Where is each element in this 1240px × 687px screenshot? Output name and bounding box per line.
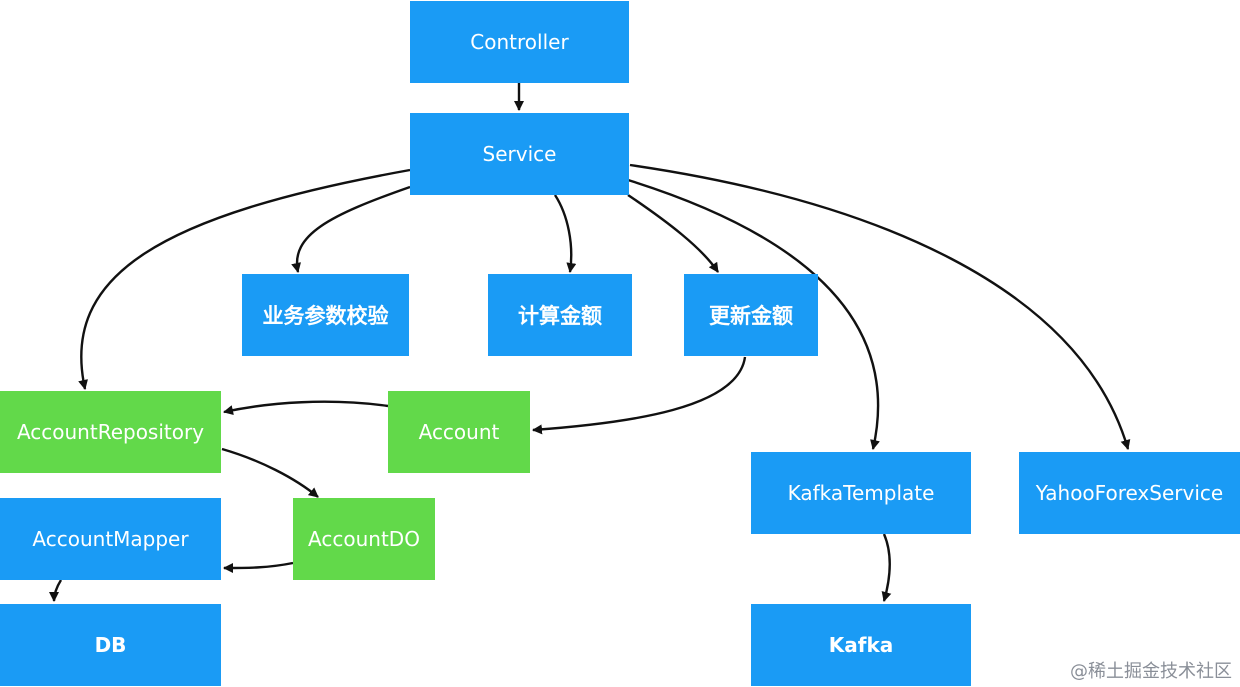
node-account-repository: AccountRepository [0,391,221,473]
watermark-text: @稀土掘金技术社区 [1070,661,1232,682]
node-account-do: AccountDO [293,498,435,580]
edge-account-account-repository [223,400,389,415]
node-kafka-template: KafkaTemplate [751,452,971,534]
edge-service-kafka-template [627,178,880,450]
edge-service-validate [291,185,411,273]
edge-service-account-repository [78,168,411,390]
node-yahoo-forex-service: YahooForexService [1019,452,1240,534]
edge-kafka-template-kafka [881,533,892,602]
node-account-mapper: AccountMapper [0,498,221,580]
edge-account-do-account-mapper [223,561,294,573]
node-service: Service [410,113,629,195]
edge-account-repository-account-do [221,447,319,498]
node-db: DB [0,604,221,686]
edge-update-account [532,356,747,435]
edge-service-yahoo [629,163,1131,450]
node-validate: 业务参数校验 [242,274,409,356]
edge-service-calculate [553,194,577,273]
node-account: Account [388,391,530,473]
node-kafka: Kafka [751,604,971,686]
node-calculate: 计算金额 [488,274,632,356]
edge-account-mapper-db [49,579,63,602]
node-update: 更新金额 [684,274,818,356]
node-controller: Controller [410,1,629,83]
edge-service-update [627,194,719,273]
